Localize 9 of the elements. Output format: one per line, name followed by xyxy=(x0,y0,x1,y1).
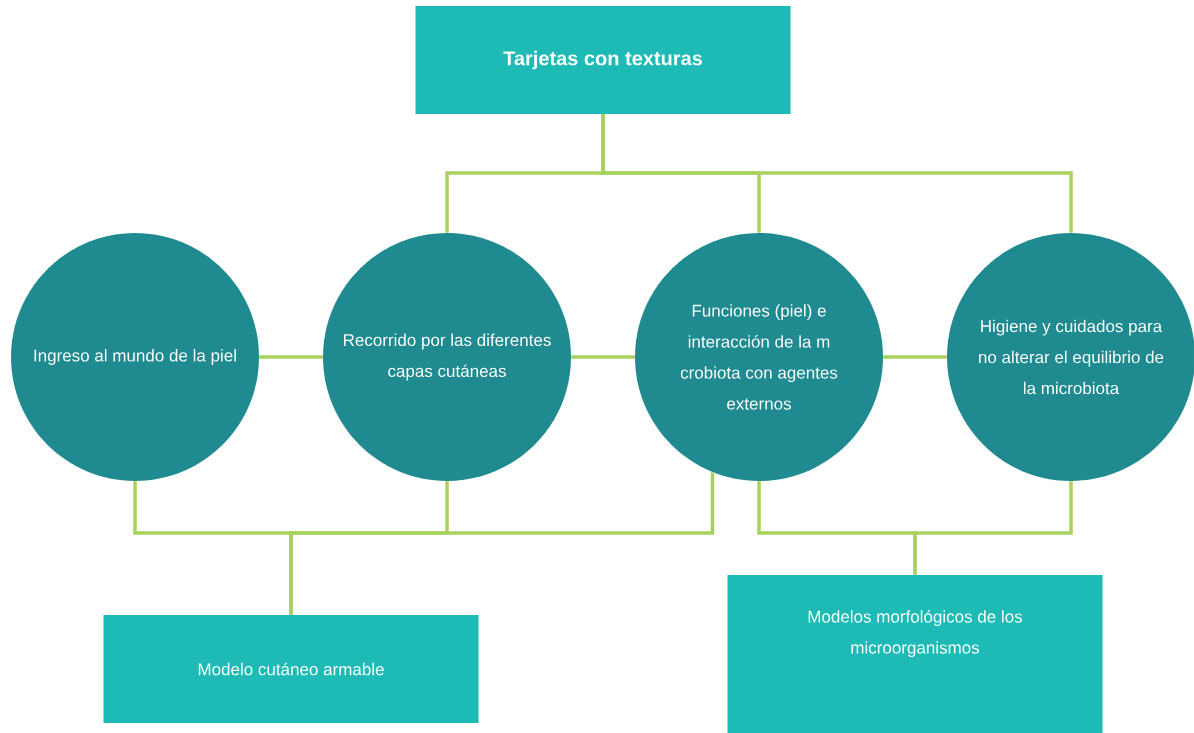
connector-line xyxy=(289,472,715,615)
connector-line xyxy=(883,355,947,359)
connector-line xyxy=(913,481,1073,575)
text-box: Tarjetas con texturas xyxy=(415,6,791,114)
text-box: Modelo cutáneo armable xyxy=(103,615,479,723)
text-box: Modelos morfológicos de los microorganismos xyxy=(727,575,1103,733)
connector-line xyxy=(571,355,635,359)
connector-line xyxy=(259,355,323,359)
connector-line xyxy=(601,114,1073,233)
